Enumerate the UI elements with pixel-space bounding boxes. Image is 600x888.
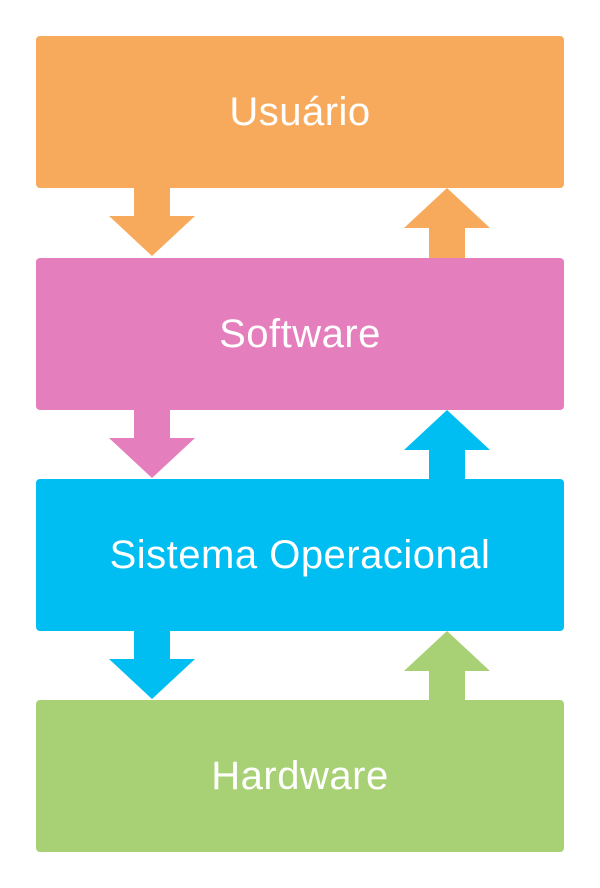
layer-label-software: Software [219, 312, 381, 356]
layer-label-usuario: Usuário [229, 90, 371, 134]
arrow-down-icon [109, 186, 195, 256]
arrow-up-icon [404, 631, 490, 701]
layer-software: Software [36, 258, 564, 410]
layer-label-sistema-operacional: Sistema Operacional [109, 533, 491, 577]
arrow-down-icon [109, 629, 195, 699]
layer-hardware: Hardware [36, 700, 564, 852]
arrow-up-icon [404, 410, 490, 480]
layer-usuario: Usuário [36, 36, 564, 188]
layer-label-hardware: Hardware [211, 754, 389, 798]
arrow-up-icon [404, 188, 490, 258]
arrow-down-icon [109, 408, 195, 478]
layer-sistema-operacional: Sistema Operacional [36, 479, 564, 631]
